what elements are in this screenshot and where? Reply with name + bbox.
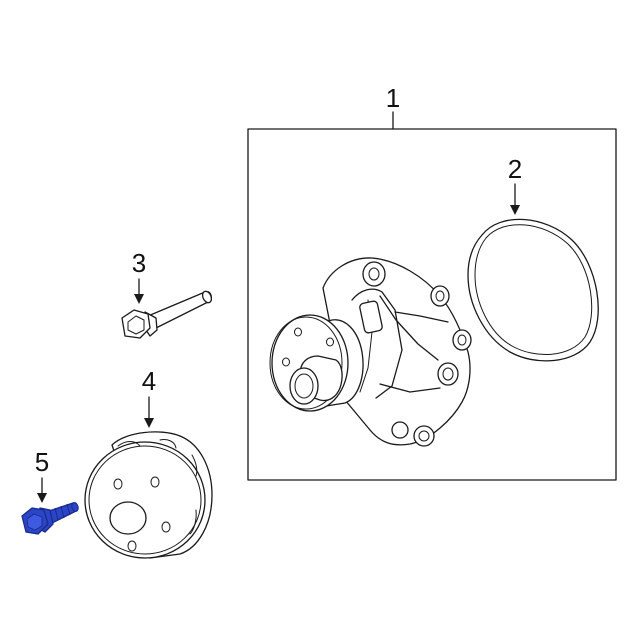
callout-3-number: 3 xyxy=(132,248,146,278)
pulley[interactable] xyxy=(84,431,213,559)
pump-bolt[interactable] xyxy=(121,290,213,339)
water-pump[interactable] xyxy=(269,257,472,447)
callout-2-number: 2 xyxy=(508,154,522,184)
callout-5[interactable]: 5 xyxy=(35,447,49,503)
callout-4[interactable]: 4 xyxy=(142,366,156,428)
callout-5-arrow xyxy=(37,493,47,503)
callout-4-arrow xyxy=(144,418,154,428)
callout-2[interactable]: 2 xyxy=(508,154,522,215)
callout-3-arrow xyxy=(134,294,144,304)
callout-2-arrow xyxy=(510,205,520,215)
gasket-o-ring[interactable] xyxy=(467,218,599,362)
callout-3[interactable]: 3 xyxy=(132,248,146,304)
callout-4-number: 4 xyxy=(142,366,156,396)
pulley-bolt[interactable] xyxy=(21,502,79,535)
callout-1-number: 1 xyxy=(386,83,400,113)
callout-1[interactable]: 1 xyxy=(386,83,400,130)
water-pump-assembly-box xyxy=(247,128,617,481)
callout-5-number: 5 xyxy=(35,447,49,477)
